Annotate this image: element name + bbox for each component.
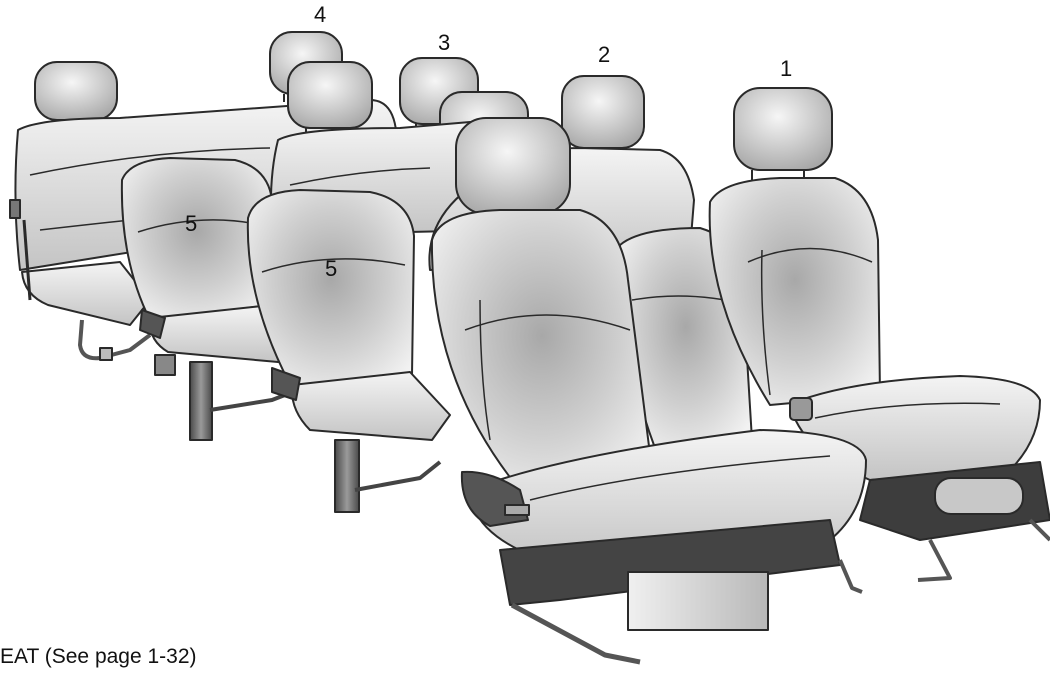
callout-seat-3: 3 bbox=[438, 32, 450, 54]
callout-seat-2: 2 bbox=[598, 44, 610, 66]
callout-seat-5-left: 5 bbox=[185, 213, 197, 235]
callout-seat-1: 1 bbox=[780, 58, 792, 80]
callout-seat-4: 4 bbox=[314, 4, 326, 26]
figure-caption: SEAT (See page 1-32) bbox=[0, 645, 197, 669]
callout-seat-5-center: 5 bbox=[325, 258, 337, 280]
folding-jump-seat-center bbox=[248, 190, 450, 512]
